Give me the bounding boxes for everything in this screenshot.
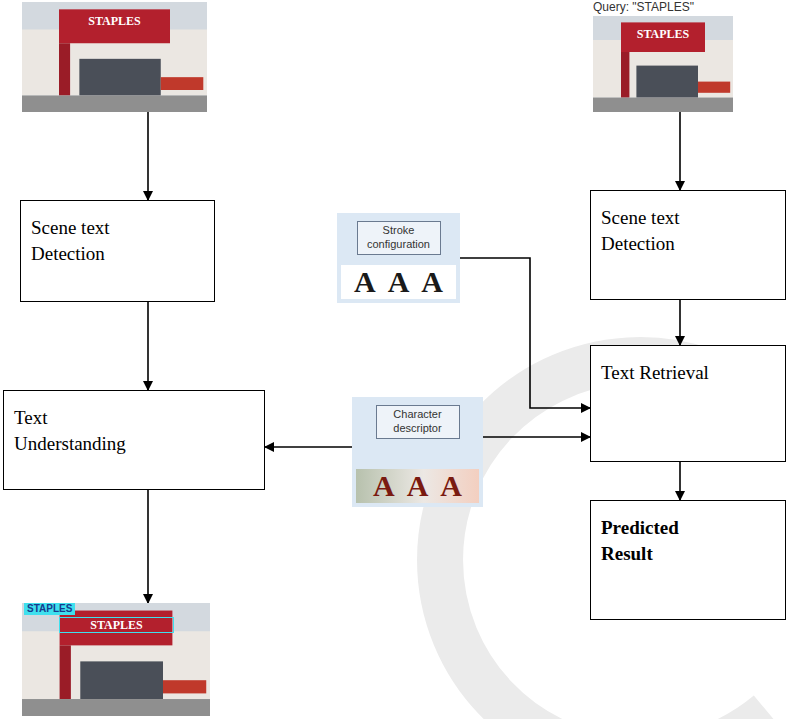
connector-arrow	[679, 300, 681, 345]
pillar	[621, 52, 629, 98]
glyph-samples: AAA	[356, 469, 479, 504]
sign-band	[59, 9, 170, 43]
photo-node: STAPLES STAPLES	[22, 603, 210, 716]
connector-arrow	[147, 490, 149, 603]
ground	[22, 96, 207, 113]
process-box: Scene text Detection	[590, 190, 786, 300]
image-caption: Stroke configuration	[357, 221, 441, 255]
ground	[22, 699, 210, 716]
connector-arrow	[679, 462, 681, 500]
photo-node: Query: "STAPLES" STAPLES	[593, 0, 733, 112]
box-label: Text Retrieval	[601, 360, 751, 386]
connector-arrow	[147, 302, 149, 390]
sign-band	[60, 611, 173, 646]
process-box: Text Understanding	[3, 390, 265, 490]
process-box: Predicted Result	[590, 500, 786, 620]
sky	[22, 2, 207, 112]
red-trim	[698, 82, 730, 93]
connector-arrow	[460, 258, 590, 408]
sign-text: STAPLES	[59, 14, 170, 28]
process-box: Text Retrieval	[590, 345, 786, 462]
sky	[22, 603, 210, 716]
sky	[593, 16, 733, 112]
pillar	[60, 645, 71, 699]
storefront	[79, 59, 160, 96]
feature-image: Stroke configurationAAA	[337, 213, 460, 303]
box-label: Predicted Result	[601, 515, 711, 566]
box-label: Scene text Detection	[31, 215, 151, 266]
connector-arrow	[483, 436, 590, 438]
ground	[593, 98, 733, 112]
red-trim	[161, 77, 204, 90]
detection-tag: STAPLES	[24, 603, 75, 615]
photo-node: STAPLES	[22, 2, 207, 112]
connector-arrow	[679, 112, 681, 190]
storefront	[80, 661, 163, 699]
feature-image: Character descriptorAAA	[352, 397, 483, 507]
process-box: Scene text Detection	[20, 200, 215, 302]
red-trim	[163, 680, 206, 693]
glyph-samples: AAA	[341, 265, 456, 300]
box-label: Scene text Detection	[601, 205, 721, 256]
connector-arrow	[265, 446, 352, 448]
query-caption: Query: "STAPLES"	[593, 0, 694, 14]
sign-text: STAPLES	[621, 27, 705, 41]
box-label: Text Understanding	[14, 405, 164, 456]
image-caption: Character descriptor	[376, 405, 460, 439]
connector-arrow	[147, 112, 149, 200]
pillar	[59, 43, 70, 95]
storefront	[636, 66, 698, 98]
sign-text: STAPLES	[60, 618, 173, 632]
sign-band	[621, 22, 705, 52]
